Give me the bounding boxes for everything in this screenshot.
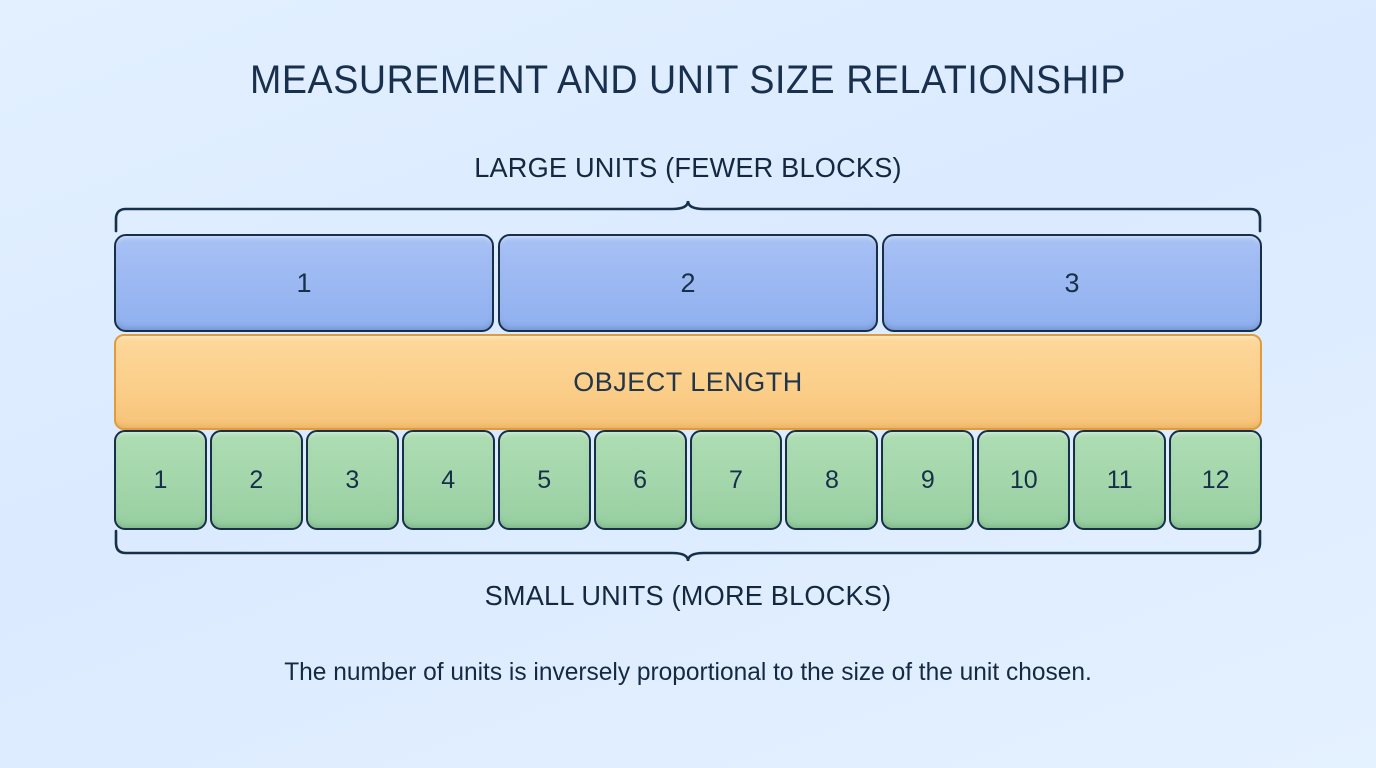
large-units-row: 1 2 3 <box>114 234 1262 332</box>
small-unit-label: 12 <box>1201 465 1230 494</box>
small-unit-block[interactable]: 7 <box>689 430 783 530</box>
object-length-row: OBJECT LENGTH <box>114 334 1262 430</box>
small-unit-label: 2 <box>249 465 264 494</box>
large-unit-label: 2 <box>680 267 696 298</box>
small-unit-label: 3 <box>345 465 360 494</box>
large-units-caption: LARGE UNITS (FEWER BLOCKS) <box>474 152 902 183</box>
small-unit-label: 5 <box>537 465 552 494</box>
small-unit-block[interactable]: 10 <box>977 430 1071 530</box>
small-unit-block[interactable]: 11 <box>1073 430 1167 530</box>
small-unit-block[interactable]: 3 <box>305 430 399 530</box>
large-unit-label: 1 <box>296 267 312 298</box>
small-unit-block[interactable]: 5 <box>497 430 591 530</box>
small-unit-block[interactable]: 6 <box>593 430 687 530</box>
top-brace <box>114 200 1262 233</box>
small-unit-label: 7 <box>729 465 743 494</box>
large-unit-label: 3 <box>1064 267 1080 298</box>
small-unit-label: 6 <box>633 465 648 494</box>
small-unit-block[interactable]: 12 <box>1169 430 1263 530</box>
page-title: MEASUREMENT AND UNIT SIZE RELATIONSHIP <box>250 58 1126 102</box>
small-unit-label: 4 <box>441 465 456 494</box>
small-units-caption: SMALL UNITS (MORE BLOCKS) <box>484 580 892 611</box>
large-unit-block[interactable]: 3 <box>882 234 1262 332</box>
small-unit-label: 1 <box>153 465 168 494</box>
small-units-row: 1 2 3 4 5 6 7 8 9 10 11 <box>114 430 1263 530</box>
small-unit-block[interactable]: 1 <box>114 430 207 530</box>
small-unit-block[interactable]: 2 <box>209 430 303 530</box>
small-unit-block[interactable]: 8 <box>785 430 879 530</box>
small-unit-label: 8 <box>824 465 839 494</box>
bottom-brace <box>114 529 1262 562</box>
small-unit-block[interactable]: 9 <box>881 430 975 530</box>
object-length-label: OBJECT LENGTH <box>573 366 803 397</box>
small-unit-label: 11 <box>1106 465 1133 494</box>
small-unit-label: 9 <box>920 465 935 494</box>
small-unit-block[interactable]: 4 <box>401 430 495 530</box>
footnote-text: The number of units is inversely proport… <box>284 658 1092 686</box>
large-unit-block[interactable]: 2 <box>498 234 878 332</box>
large-unit-block[interactable]: 1 <box>114 234 494 332</box>
object-length-bar[interactable]: OBJECT LENGTH <box>114 334 1262 430</box>
small-unit-label: 10 <box>1009 465 1038 494</box>
